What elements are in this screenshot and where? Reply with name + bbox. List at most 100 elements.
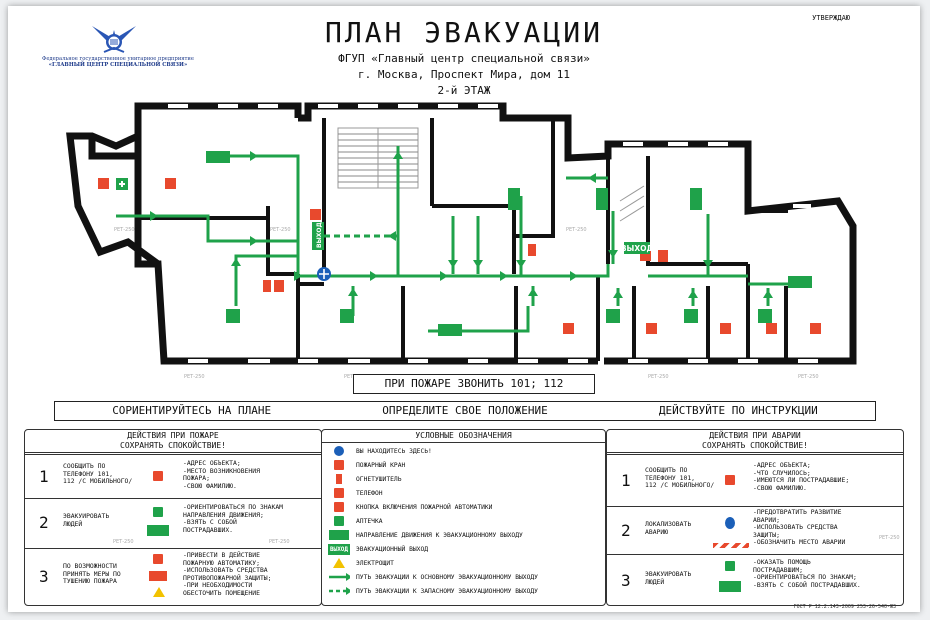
fire-hose-icon: [149, 571, 167, 581]
floor-label: 2-й ЭТАЖ: [437, 84, 491, 97]
route-east-wing: [648, 214, 788, 286]
hazard-tape-icon: [713, 543, 749, 548]
legend-item-label: КНОПКА ВКЛЮЧЕНИЯ ПОЖАРНОЙ АВТОМАТИКИ: [356, 503, 493, 511]
legend-item-label: НАПРАВЛЕНИЕ ДВИЖЕНИЯ К ЭВАКУАЦИОННОМУ ВЫ…: [356, 531, 523, 539]
you-are-here-icon: [328, 445, 350, 457]
exit-signs: [116, 151, 812, 336]
accident-action-text: СООБЩИТЬ ПО ТЕЛЕФОНУ 101, 112 /С МОБИЛЬН…: [645, 466, 715, 490]
exit-badge-vertical: [312, 222, 324, 250]
fire-action-row: 1 СООБЩИТЬ ПО ТЕЛЕФОНУ 101, 112 /С МОБИЛ…: [25, 454, 321, 499]
exit-badge-label: ВЫХОД: [621, 244, 654, 253]
legend-item-label: ЭЛЕКТРОЩИТ: [356, 559, 394, 567]
extinguisher-icon: [328, 473, 350, 485]
evacuation-plan-sheet: УТВЕРЖДАЮ ПЛАН ЭВАКУАЦИИ ФГУП «Главный ц…: [8, 6, 920, 612]
ret-label: РЕТ-250: [648, 374, 669, 380]
ret-label: РЕТ-250: [879, 535, 900, 541]
fire-equipment: [98, 178, 821, 334]
exit-badge-icon: ВЫХОД: [328, 543, 350, 555]
fire-action-details: -ОРИЕНТИРОВАТЬСЯ ПО ЗНАКАМ НАПРАВЛЕНИЯ Д…: [183, 503, 284, 534]
fire-action-details: -ПРИВЕСТИ В ДЕЙСТВИЕ ПОЖАРНУЮ АВТОМАТИКУ…: [183, 551, 272, 597]
legend-item-label: ЭВАКУАЦИОННЫЙ ВЫХОД: [356, 545, 429, 553]
ret-labels: РЕТ-250 РЕТ-250 РЕТ-250 РЕТ-250 РЕТ-250 …: [114, 227, 819, 380]
accident-action-row: 1 СООБЩИТЬ ПО ТЕЛЕФОНУ 101, 112 /С МОБИЛ…: [607, 454, 903, 507]
approve-label: УТВЕРЖДАЮ: [812, 14, 850, 22]
first-aid-icon: [725, 561, 735, 571]
accident-action-details: -АДРЕС ОБЪЕКТА; -ЧТО СЛУЧИЛОСЬ; -ИМЕЮТСЯ…: [753, 461, 850, 492]
fire-action-number: 1: [39, 467, 49, 486]
exit-badge: [624, 242, 650, 254]
route-southwest-room: [234, 254, 298, 306]
legend-item: НАПРАВЛЕНИЕ ДВИЖЕНИЯ К ЭВАКУАЦИОННОМУ ВЫ…: [328, 528, 523, 542]
evacuation-routes: [116, 146, 788, 333]
you-are-here-marker: [317, 267, 331, 281]
fire-action-details: -АДРЕС ОБЪЕКТА; -МЕСТО ВОЗНИКНОВЕНИЯ ПОЖ…: [183, 459, 260, 490]
accident-actions-title: ДЕЙСТВИЯ ПРИ АВАРИИ СОХРАНЯТЬ СПОКОЙСТВИ…: [607, 430, 903, 453]
legend-title: УСЛОВНЫЕ ОБОЗНАЧЕНИЯ: [322, 430, 605, 443]
legend-item: ЭЛЕКТРОЩИТ: [328, 556, 394, 570]
step-act: ДЕЙСТВУЙТЕ ПО ИНСТРУКЦИИ: [658, 404, 818, 417]
legend-item: ПУТЬ ЭВАКУАЦИИ К ЗАПАСНОМУ ЭВАКУАЦИОННОМ…: [328, 584, 538, 598]
legend-item: ТЕЛЕФОН: [328, 486, 383, 500]
fire-actions-title: ДЕЙСТВИЯ ПРИ ПОЖАРЕ СОХРАНЯТЬ СПОКОЙСТВИ…: [25, 430, 321, 453]
fire-actions-title-line2: СОХРАНЯТЬ СПОКОЙСТВИЕ!: [120, 441, 226, 450]
legend-item: ПУТЬ ЭВАКУАЦИИ К ОСНОВНОМУ ЭВАКУАЦИОННОМ…: [328, 570, 538, 584]
accident-actions-title-line1: ДЕЙСТВИЯ ПРИ АВАРИИ: [709, 431, 801, 440]
plan-title: ПЛАН ЭВАКУАЦИИ: [324, 16, 603, 49]
logo-caption-line2: «ГЛАВНЫЙ ЦЕНТР СПЕЦИАЛЬНОЙ СВЯЗИ»: [48, 62, 188, 68]
ret-label: РЕТ-250: [270, 227, 291, 233]
legend-item: ОГНЕТУШИТЕЛЬ: [328, 472, 402, 486]
windows: [168, 104, 818, 363]
legend-item-label: ОГНЕТУШИТЕЛЬ: [356, 475, 402, 483]
legend-item-label: ПОЖАРНЫЙ КРАН: [356, 461, 406, 469]
legend-item: ПОЖАРНЫЙ КРАН: [328, 458, 405, 472]
accident-actions-panel: ДЕЙСТВИЯ ПРИ АВАРИИ СОХРАНЯТЬ СПОКОЙСТВИ…: [606, 429, 904, 606]
ret-label: РЕТ-250: [114, 227, 135, 233]
alarm-button-icon: [328, 501, 350, 513]
legend-item: ВЫХОД ЭВАКУАЦИОННЫЙ ВЫХОД: [328, 542, 428, 556]
fire-action-number: 3: [39, 567, 49, 586]
legend-item: АПТЕЧКА: [328, 514, 383, 528]
fire-action-text: СООБЩИТЬ ПО ТЕЛЕФОНУ 101, 112 /С МОБИЛЬН…: [63, 462, 133, 486]
phone-icon: [165, 178, 176, 189]
address: г. Москва, Проспект Мира, дом 11: [358, 68, 570, 81]
floor-plan: ВЫХОД ВЫХОД РЕТ-250 РЕТ-250 РЕТ-250 РЕТ-…: [66, 102, 857, 380]
legend-item-label: ПУТЬ ЭВАКУАЦИИ К ОСНОВНОМУ ЭВАКУАЦИОННОМ…: [356, 573, 538, 581]
fire-action-text: ЭВАКУИРОВАТЬ ЛЮДЕЙ: [63, 512, 110, 528]
ret-label: РЕТ-250: [113, 539, 134, 545]
fire-action-text: ПО ВОЗМОЖНОСТИ ПРИНЯТЬ МЕРЫ ПО ТУШЕНИЮ П…: [63, 562, 121, 586]
accident-action-text: ЛОКАЛИЗОВАТЬ АВАРИЮ: [645, 520, 692, 536]
accident-action-number: 3: [621, 571, 631, 590]
exit-direction-icon: [147, 525, 169, 536]
ret-label: РЕТ-250: [269, 539, 290, 545]
fire-actions-panel: ДЕЙСТВИЯ ПРИ ПОЖАРЕ СОХРАНЯТЬ СПОКОЙСТВИ…: [24, 429, 322, 606]
main-route-line-icon: [328, 571, 350, 583]
fire-call-banner: ПРИ ПОЖАРЕ ЗВОНИТЬ 101; 112: [353, 374, 595, 394]
legend-panel: УСЛОВНЫЕ ОБОЗНАЧЕНИЯ ВЫ НАХОДИТЕСЬ ЗДЕСЬ…: [321, 429, 606, 606]
route-south-rooms: [351, 286, 770, 316]
gost-code: ГОСТ Р 12.2.143-2009 253-26-540-Ж3: [793, 604, 896, 610]
alarm-button-icon: [766, 323, 777, 334]
phone-icon: [646, 323, 657, 334]
logo-caption: Федеральное государственное унитарное пр…: [28, 56, 208, 68]
accident-action-row: 3 ЭВАКУИРОВАТЬ ЛЮДЕЙ -ОКАЗАТЬ ПОМОЩЬ ПОС…: [607, 554, 903, 605]
phone-icon: [328, 487, 350, 499]
extinguisher-icon: [528, 244, 536, 256]
exit-badge-vertical-label: ВЫХОД: [316, 222, 323, 248]
exit-direction-icon: [719, 581, 741, 592]
legend-item-label: ТЕЛЕФОН: [356, 489, 383, 497]
orientation-steps: СОРИЕНТИРУЙТЕСЬ НА ПЛАНЕ ОПРЕДЕЛИТЕ СВОЕ…: [54, 401, 876, 421]
phone-icon: [563, 323, 574, 334]
phone-icon: [98, 178, 109, 189]
emblem-logo-icon: [92, 26, 136, 53]
legend-item: КНОПКА ВКЛЮЧЕНИЯ ПОЖАРНОЙ АВТОМАТИКИ: [328, 500, 492, 514]
route-main-corridor: [208, 154, 610, 278]
accident-action-number: 1: [621, 471, 631, 490]
accident-action-number: 2: [621, 521, 631, 540]
electric-hazard-icon: [328, 557, 350, 569]
legend-item: ВЫ НАХОДИТЕСЬ ЗДЕСЬ!: [328, 444, 432, 458]
building-walls: [66, 102, 857, 365]
alarm-button-icon: [640, 250, 651, 261]
ret-label: РЕТ-250: [566, 227, 587, 233]
step-locate: ОПРЕДЕЛИТЕ СВОЕ ПОЛОЖЕНИЕ: [382, 404, 548, 417]
accident-action-details: -ОКАЗАТЬ ПОМОЩЬ ПОСТРАДАВШИМ; -ОРИЕНТИРО…: [753, 558, 861, 589]
